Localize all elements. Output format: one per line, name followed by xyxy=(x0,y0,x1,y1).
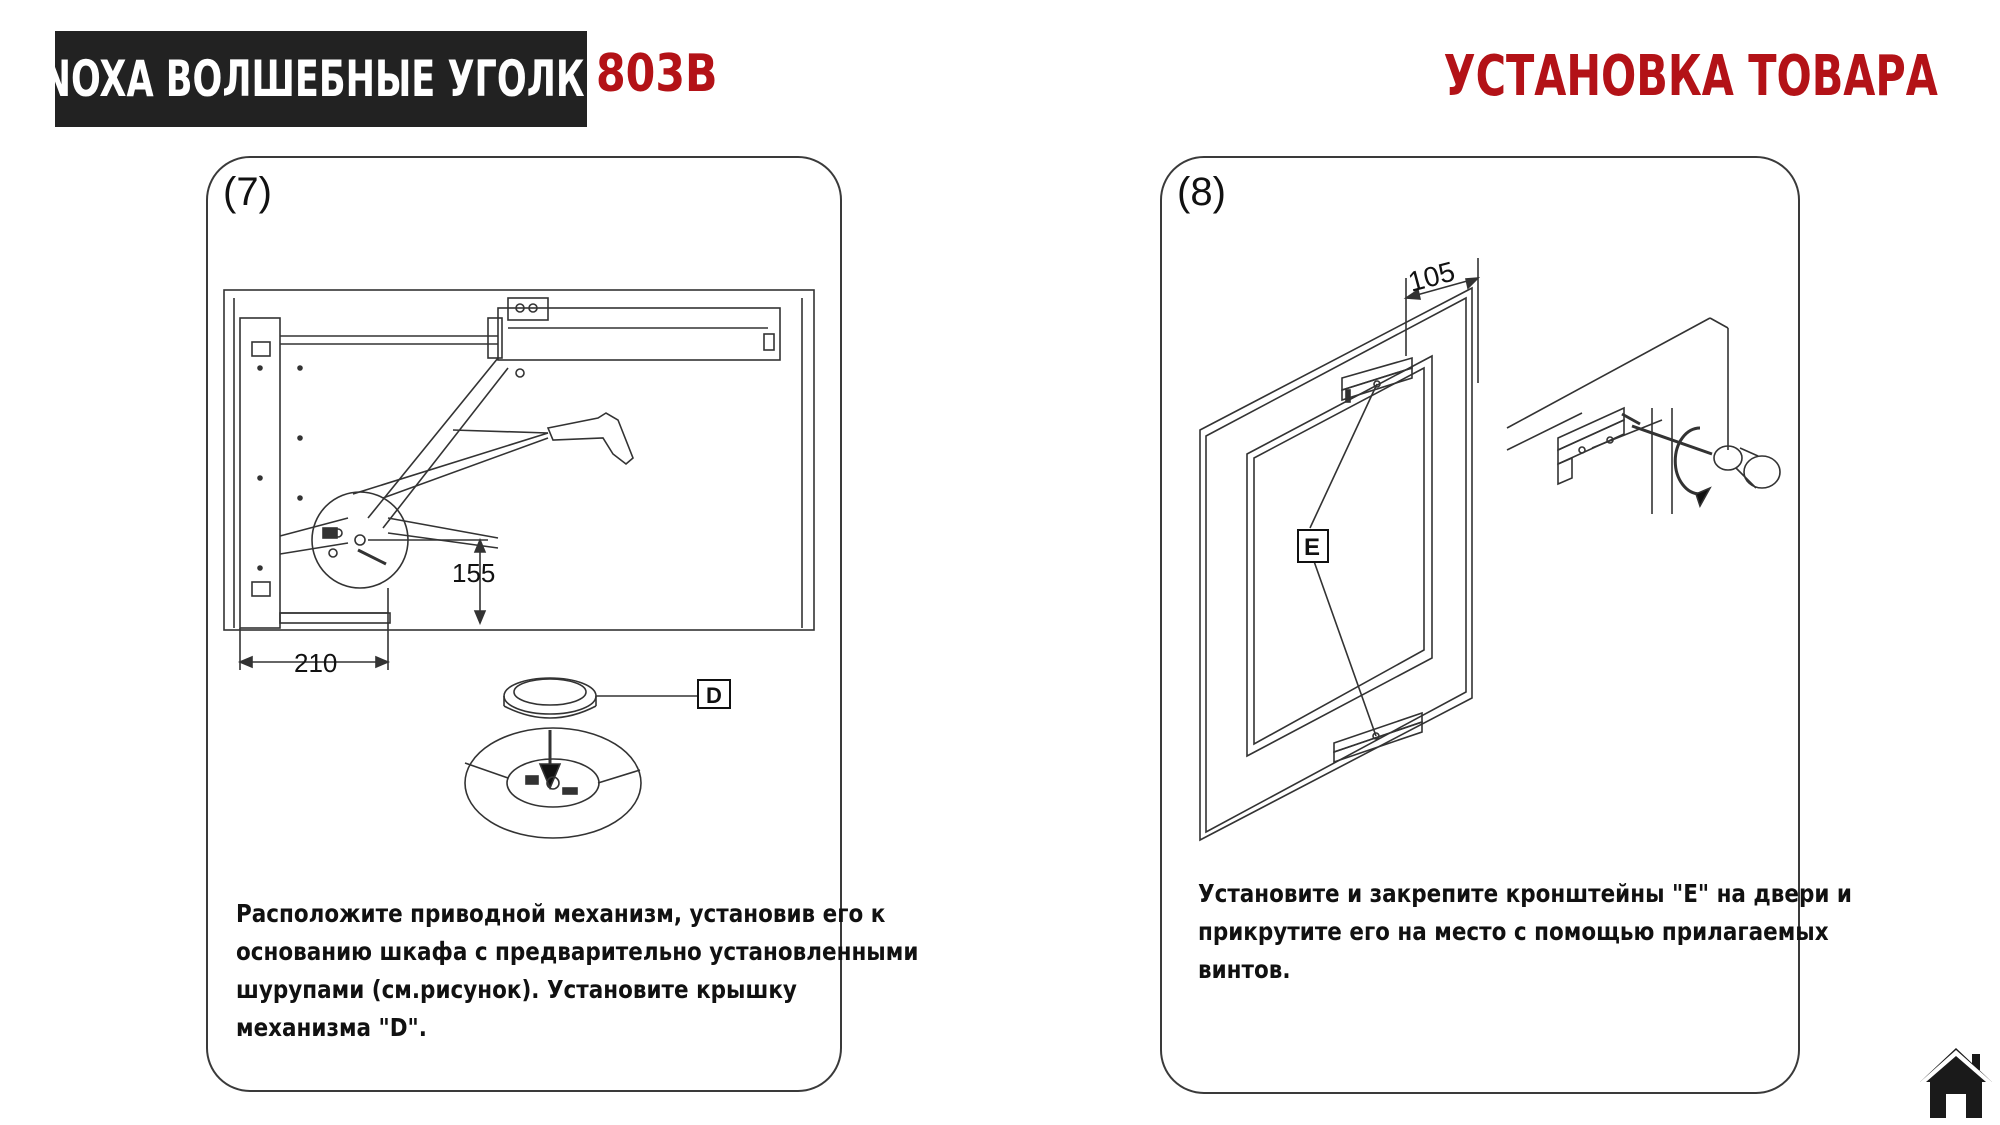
step-8-number: (8) xyxy=(1177,170,1226,214)
section-title: УСТАНОВКА ТОВАРА xyxy=(1443,44,1938,109)
step-7-line: Расположите приводной механизм, установи… xyxy=(236,899,886,928)
step-8-line: прикрутите его на место с помощью прилаг… xyxy=(1198,917,1829,946)
callout-e: E xyxy=(1304,534,1320,561)
brand-title-box: INOXA ВОЛШЕБНЫЕ УГОЛКИ xyxy=(28,31,614,127)
step-7-number: (7) xyxy=(223,170,272,214)
step-7-description: Расположите приводной механизм, установи… xyxy=(236,895,918,1047)
dimension-155: 155 xyxy=(452,558,495,588)
step-7-line: шурупами (см.рисунок). Установите крышку xyxy=(236,975,797,1004)
home-icon[interactable] xyxy=(1916,1042,1996,1122)
callout-d: D xyxy=(706,683,722,708)
step-7-line: основанию шкафа с предварительно установ… xyxy=(236,937,919,966)
step-8-description: Установите и закрепите кронштейны "E" на… xyxy=(1198,875,1852,989)
step-8-card: (8) xyxy=(1160,156,1852,1094)
dimension-105: 105 xyxy=(1405,256,1458,298)
step-7-card: (7) xyxy=(206,156,918,1092)
dimension-210: 210 xyxy=(294,648,337,678)
step-8-diagram: 105 E xyxy=(1199,256,1781,842)
model-number: 803B xyxy=(596,44,718,104)
step-8-line: Установите и закрепите кронштейны "E" на… xyxy=(1198,879,1852,908)
step-8-line: винтов. xyxy=(1198,955,1291,984)
step-7-diagram: 155 210 D xyxy=(223,289,815,839)
brand-title: INOXA ВОЛШЕБНЫЕ УГОЛКИ xyxy=(28,50,614,108)
step-7-line: механизма "D". xyxy=(236,1013,427,1042)
